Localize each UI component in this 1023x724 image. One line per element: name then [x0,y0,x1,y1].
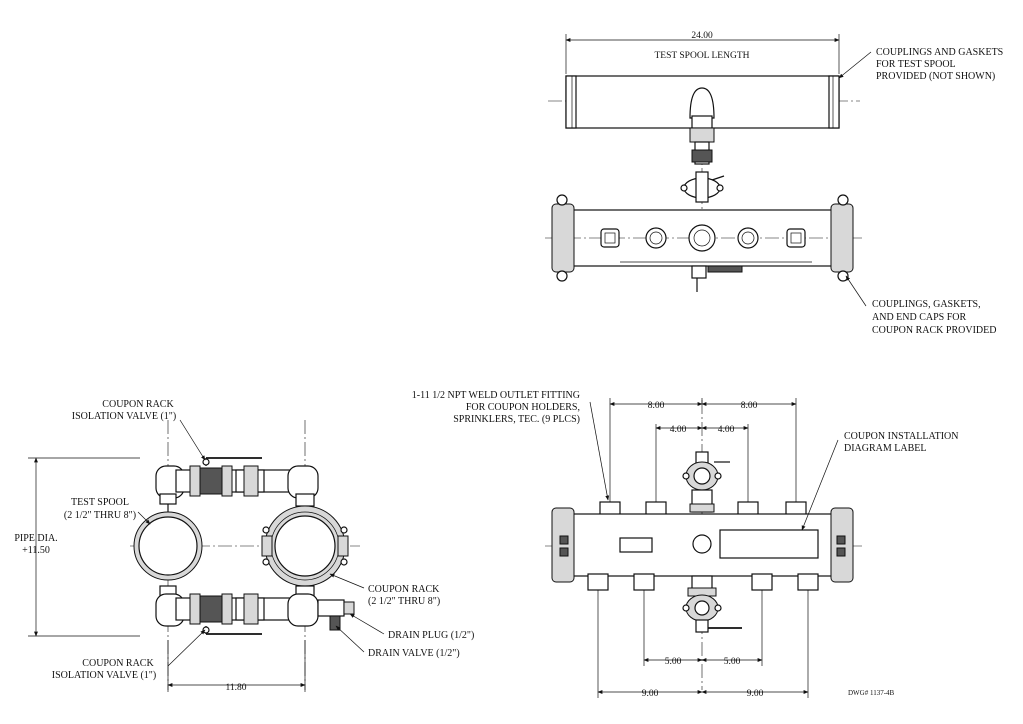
note-spool-couplings-1: COUPLINGS AND GASKETS [876,47,1003,58]
rack-left-coupling [551,203,575,273]
rack-outlet-2 [645,227,667,249]
spool-length-value: 24.00 [691,31,713,41]
front-dim-top-outer-right: 8.00 [741,401,758,411]
front-dim-top-outer-left: 8.00 [648,401,665,411]
drain-valve [329,615,341,631]
note-rack-couplings-3: COUPON RACK PROVIDED [872,325,996,336]
front-dim-bottom-outer-right: 9.00 [747,689,764,699]
top-view: 24.00 TEST SPOOL LENGTH [545,31,1003,336]
fitting-note-2: FOR COUPON HOLDERS, [466,402,580,413]
spool-union [689,127,715,143]
spool-valve-body [691,149,713,163]
rack-outlet-4 [737,227,759,249]
fitting-note-1: 1-11 1/2 NPT WELD OUTLET FITTING [412,390,580,401]
note-rack-couplings-2: AND END CAPS FOR [872,312,967,323]
rack-drain-top [691,265,707,279]
front-dim-bottom-outer-left: 9.00 [642,689,659,699]
rack-right-coupling [830,203,854,273]
rack-outlet-center [688,224,716,252]
note-rack-couplings-1: COUPLINGS, GASKETS, [872,299,981,310]
front-bottom-outlet-4 [751,573,773,591]
upper-valve-label-2: ISOLATION VALVE (1") [72,411,176,422]
lower-valve-label-1: COUPON RACK [82,658,154,669]
note-spool-couplings-2: FOR TEST SPOOL [876,59,956,70]
label-note-2: DIAGRAM LABEL [844,443,927,454]
side-lower-elbow-right [287,593,319,627]
upper-valve-label-1: COUPON RACK [102,399,174,410]
front-left-coupling [551,507,575,583]
coupon-rack-label-1: COUPON RACK [368,584,440,595]
drain-plug [317,599,345,617]
drain-plug-label: DRAIN PLUG (1/2") [388,630,474,641]
drain-valve-label: DRAIN VALVE (1/2") [368,648,460,659]
spool-length-label: TEST SPOOL LENGTH [655,51,750,61]
front-bottom-outlet-2 [633,573,655,591]
front-right-coupling [830,507,854,583]
lower-valve-label-2: ISOLATION VALVE (1") [52,670,156,681]
front-bottom-outlet-5 [797,573,819,591]
coupon-diagram-label [719,529,819,559]
side-width-dim: 11.80 [225,683,246,693]
spool-elbow [689,87,715,119]
rack-outlet-5 [786,228,806,248]
front-dim-top-inner-right: 4.00 [718,425,735,435]
front-center-port [692,534,712,554]
note-spool-couplings-3: PROVIDED (NOT SHOWN) [876,71,995,82]
front-dim-top-inner-left: 4.00 [670,425,687,435]
front-small-label [619,537,653,553]
drawing-number: DWG# 1137-4B [848,689,895,697]
pipe-dia-label-2: +11.50 [22,545,50,556]
front-dim-bottom-inner-right: 5.00 [724,657,741,667]
side-upper-elbow-right [287,465,319,499]
front-view: 8.00 8.00 4.00 4.00 [412,390,959,699]
front-dim-bottom-inner-left: 5.00 [665,657,682,667]
front-bottom-outlet-1 [587,573,609,591]
coupon-rack-label-2: (2 1/2" THRU 8") [368,596,440,607]
test-spool-label-1: TEST SPOOL [71,497,129,508]
side-upper-valve [199,467,223,495]
side-view: PIPE DIA. +11.50 [14,399,474,693]
rack-outlet-1 [600,228,620,248]
test-spool-label-2: (2 1/2" THRU 8") [64,510,136,521]
side-lower-valve [199,595,223,623]
pipe-dia-label-1: PIPE DIA. [14,533,57,544]
label-note-1: COUPON INSTALLATION [844,431,958,442]
fitting-note-3: SPRINKLERS, TEC. (9 PLCS) [453,414,580,425]
